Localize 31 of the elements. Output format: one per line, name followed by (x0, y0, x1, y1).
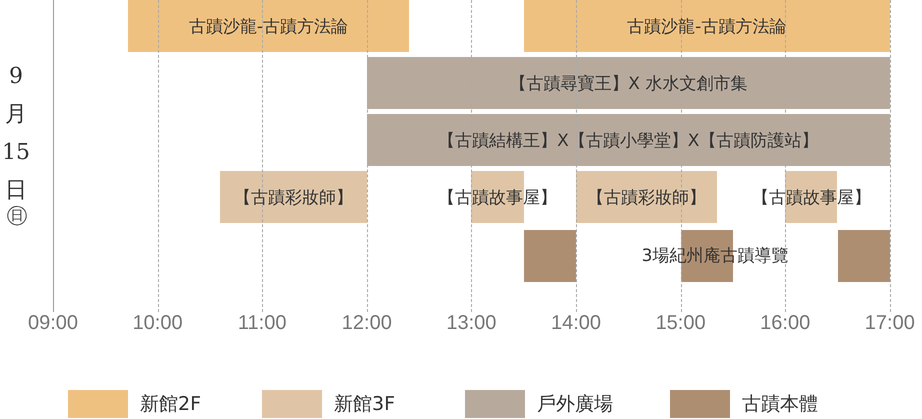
event-title: 【古蹟結構王】X【古蹟小學堂】X【古蹟防護站】 (438, 130, 818, 152)
time-tick-label: 11:00 (236, 312, 288, 335)
weekday-label: ㊐ (5, 203, 29, 229)
time-tick-label: 15:00 (654, 312, 707, 335)
time-tick-label: 17:00 (864, 312, 916, 335)
legend-label: 古蹟本體 (742, 392, 818, 417)
event-title: 【古蹟彩妝師】 (234, 186, 354, 208)
event-title: 【古蹟尋寶王】X 水水文創市集 (509, 72, 748, 94)
schedule-bar (576, 171, 718, 223)
schedule-bar (838, 230, 890, 282)
schedule-bar (128, 0, 409, 52)
schedule-bar (524, 230, 576, 282)
time-tick-label: 13:00 (445, 312, 498, 335)
event-title: 古蹟沙龍-古蹟方法論 (188, 16, 348, 38)
legend-label: 戶外廣場 (537, 392, 613, 417)
schedule-bar (366, 114, 890, 166)
time-tick-label: 14:00 (550, 312, 602, 335)
time-tick-label: 12:00 (340, 312, 393, 335)
time-tick-label: 09:00 (26, 312, 80, 335)
legend-label: 新館2F (140, 392, 202, 417)
schedule-bar (220, 171, 367, 223)
schedule-bar (524, 0, 890, 52)
event-title: 古蹟沙龍-古蹟方法論 (627, 16, 786, 38)
date-label: 9月15日 (2, 63, 30, 205)
event-title: 【古蹟故事屋】 (438, 186, 558, 208)
legend-label: 新館3F (334, 392, 396, 417)
time-tick-label: 10:00 (132, 312, 184, 335)
schedule-bar (366, 57, 890, 109)
event-title: 【古蹟故事屋】 (752, 186, 871, 208)
time-tick-label: 16:00 (759, 312, 812, 335)
event-title: 【古蹟彩妝師】 (587, 186, 706, 208)
